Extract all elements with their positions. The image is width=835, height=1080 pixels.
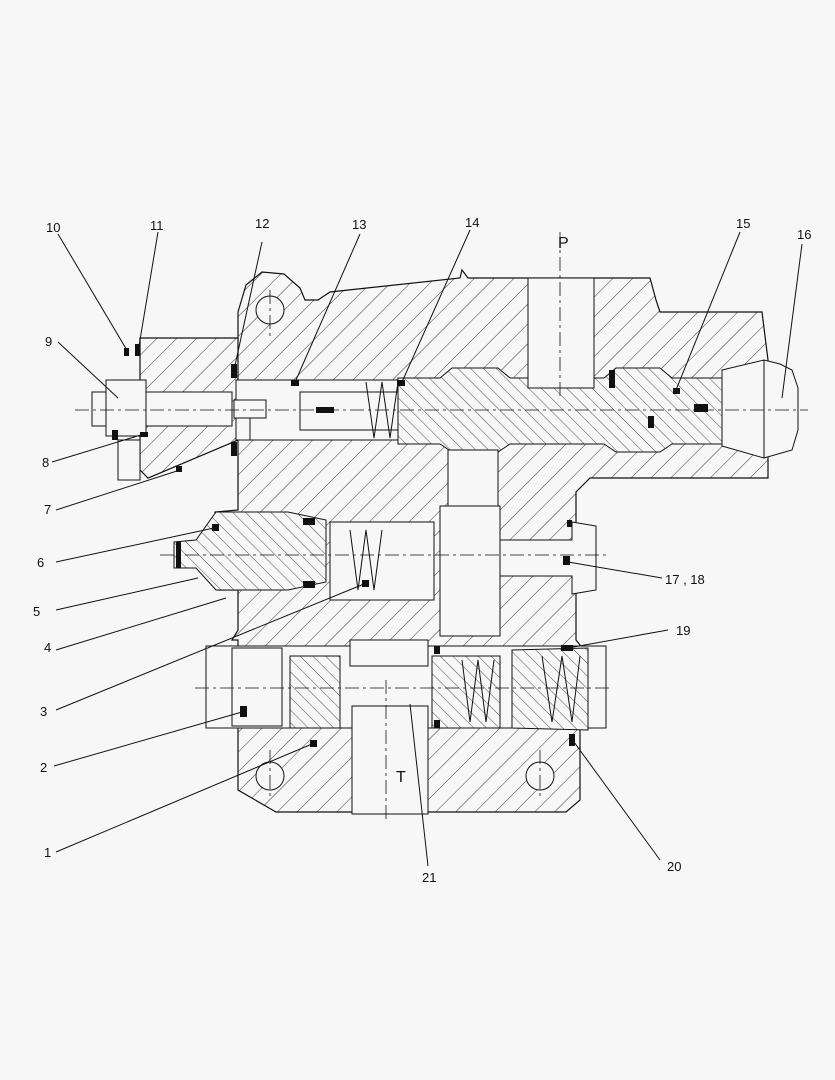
callout-6: 6 (37, 555, 44, 570)
callout-3: 3 (40, 704, 47, 719)
callout-5: 5 (33, 604, 40, 619)
end-plug (721, 359, 799, 459)
callout-1: 1 (44, 845, 51, 860)
callout-2: 2 (40, 760, 47, 775)
leader-lines (51, 229, 803, 867)
callout-12: 12 (255, 216, 269, 231)
callout-20: 20 (667, 859, 681, 874)
callout-16: 16 (797, 227, 811, 242)
port-label-pressure: P (558, 235, 569, 252)
callout-19: 19 (676, 623, 690, 638)
callout-15: 15 (736, 216, 750, 231)
callout-9: 9 (45, 334, 52, 349)
callout-17-18: 17 , 18 (665, 572, 705, 587)
callout-14: 14 (465, 215, 479, 230)
callout-4: 4 (44, 640, 51, 655)
callout-11: 11 (150, 218, 164, 233)
callout-8: 8 (42, 455, 49, 470)
middle-cartridge (173, 511, 327, 591)
callout-21: 21 (422, 870, 436, 885)
port-label-tank: T (396, 769, 406, 786)
callout-10: 10 (46, 220, 60, 235)
callout-13: 13 (352, 217, 366, 232)
callout-7: 7 (44, 502, 51, 517)
